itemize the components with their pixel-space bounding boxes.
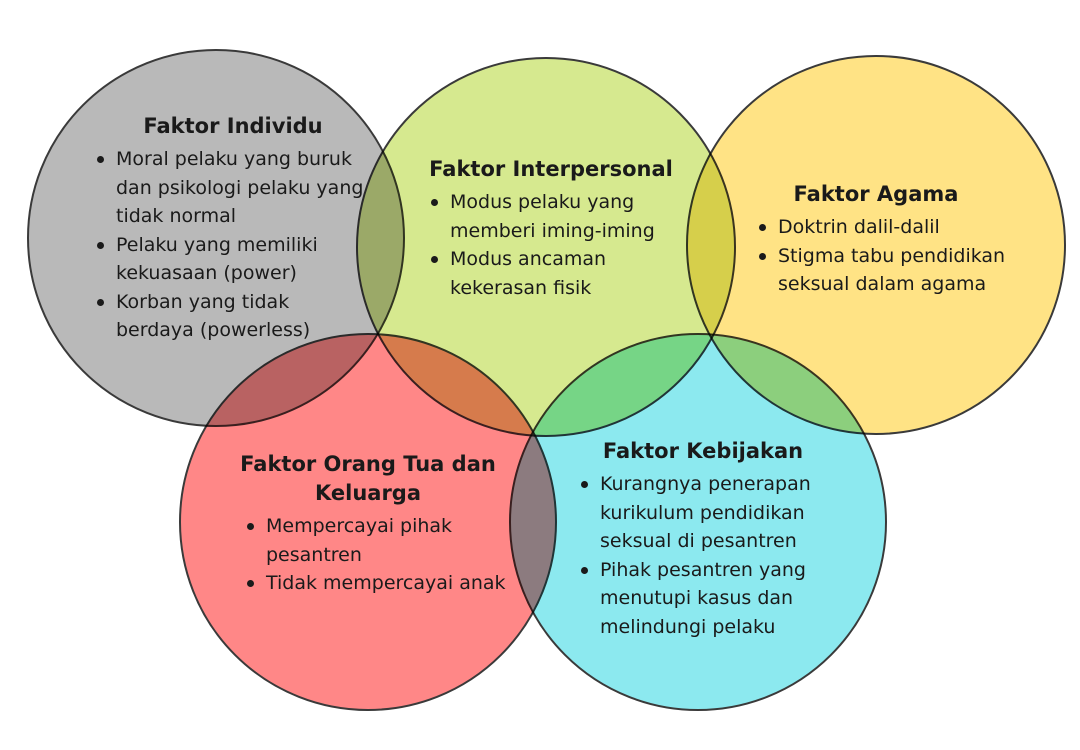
- list-faktor-kebijakan: Kurangnya penerapan kurikulum pendidikan…: [578, 470, 840, 641]
- list-faktor-individu: Moral pelaku yang buruk dan psikologi pe…: [94, 145, 372, 345]
- title-faktor-interpersonal: Faktor Interpersonal: [429, 157, 673, 181]
- bullet-icon: [581, 481, 588, 488]
- list-item: Doktrin dalil-dalil: [756, 213, 1018, 242]
- bullet-icon: [431, 199, 438, 206]
- bullet-icon: [759, 224, 766, 231]
- bullet-icon: [247, 580, 254, 587]
- bullet-icon: [581, 566, 588, 574]
- list-faktor-orang-tua: Mempercayai pihak pesantren Tidak memper…: [244, 512, 516, 598]
- circle-faktor-agama: [686, 55, 1066, 435]
- list-item: Kurangnya penerapan kurikulum pendidikan…: [578, 470, 840, 556]
- list-item: Stigma tabu pendidikan seksual dalam aga…: [756, 242, 1018, 299]
- bullet-icon: [97, 298, 104, 306]
- block-faktor-individu: Faktor Individu Moral pelaku yang buruk …: [94, 112, 372, 345]
- list-item: Modus ancaman kekerasan fisik: [428, 245, 658, 302]
- list-item: Mempercayai pihak pesantren: [244, 512, 516, 569]
- list-faktor-agama: Doktrin dalil-dalil Stigma tabu pendidik…: [756, 213, 1018, 299]
- bullet-icon: [97, 156, 104, 163]
- title-faktor-agama: Faktor Agama: [793, 182, 959, 206]
- list-item: Tidak mempercayai anak: [244, 569, 516, 598]
- list-item: Moral pelaku yang buruk dan psikologi pe…: [94, 145, 372, 231]
- list-faktor-interpersonal: Modus pelaku yang memberi iming-iming Mo…: [428, 188, 658, 302]
- list-item: Pelaku yang memiliki kekuasaan (power): [94, 231, 372, 288]
- title-faktor-kebijakan: Faktor Kebijakan: [602, 439, 804, 463]
- bullet-icon: [247, 523, 254, 530]
- title-faktor-orang-tua: Faktor Orang Tua dan Keluarga: [240, 452, 496, 505]
- circle-faktor-kebijakan: [509, 333, 887, 711]
- list-item: Modus pelaku yang memberi iming-iming: [428, 188, 658, 245]
- block-faktor-kebijakan: Faktor Kebijakan Kurangnya penerapan kur…: [578, 437, 840, 641]
- block-faktor-orang-tua: Faktor Orang Tua dan Keluarga Mempercaya…: [226, 450, 516, 598]
- title-faktor-individu: Faktor Individu: [143, 114, 323, 138]
- block-faktor-agama: Faktor Agama Doktrin dalil-dalil Stigma …: [756, 180, 1018, 299]
- block-faktor-interpersonal: Faktor Interpersonal Modus pelaku yang m…: [410, 155, 692, 302]
- list-item: Korban yang tidak berdaya (powerless): [94, 288, 372, 345]
- bullet-icon: [97, 241, 104, 249]
- bullet-icon: [759, 252, 766, 260]
- bullet-icon: [431, 256, 438, 263]
- list-item: Pihak pesantren yang menutupi kasus dan …: [578, 556, 840, 642]
